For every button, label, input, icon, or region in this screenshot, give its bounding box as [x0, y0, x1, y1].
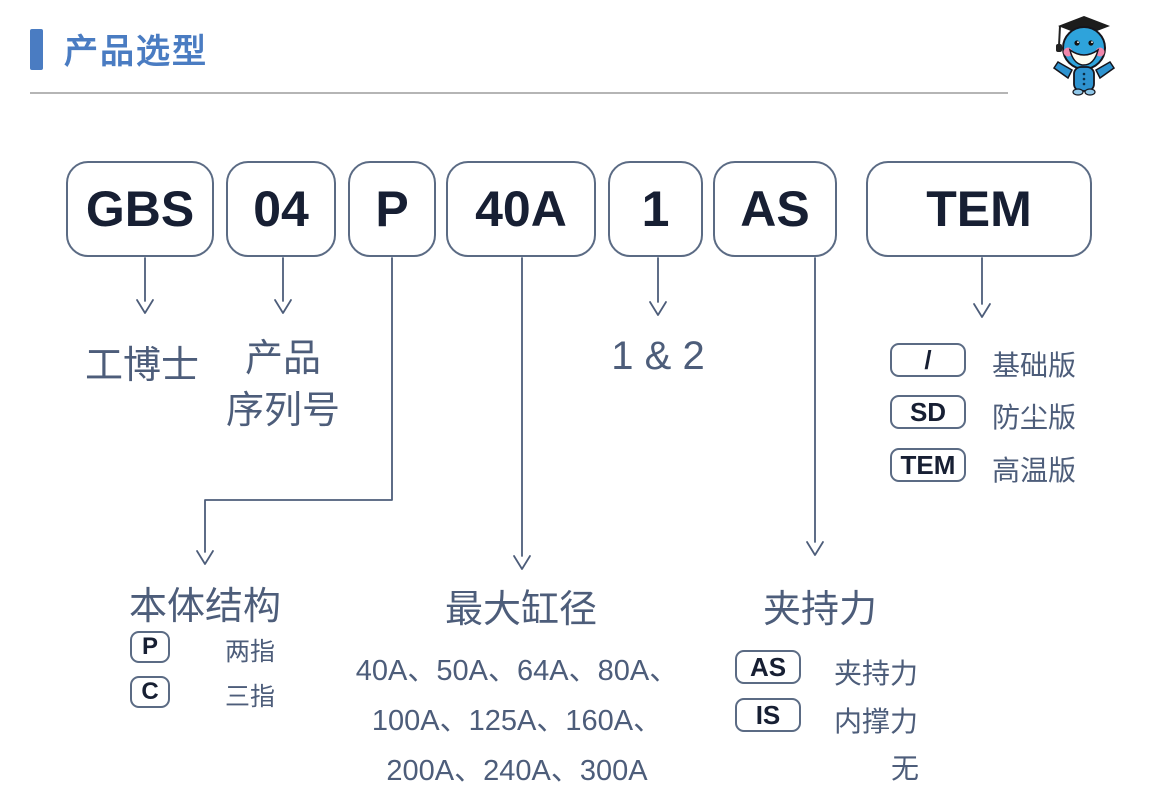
page-title: 产品选型 [64, 33, 208, 71]
bore-size-list: 40A、50A、64A、80A、 100A、125A、160A、 200A、24… [352, 646, 682, 796]
structure-option-label-c: 三指 [225, 683, 276, 711]
serial-label-line2: 序列号 [225, 389, 340, 432]
code-box-gbs: GBS [66, 161, 214, 257]
arrowhead-p [196, 550, 214, 565]
serial-label-line1: 产品 [244, 338, 321, 380]
force-option-box-is: IS [735, 698, 801, 732]
version-option-box-tem: TEM [890, 448, 966, 482]
arrowhead-1 [649, 301, 667, 316]
count-label: 1 & 2 [611, 334, 705, 378]
arrowhead-gbs [136, 299, 154, 314]
force-option-label-is: 内撑力 [834, 706, 919, 737]
version-option-label-tem: 高温版 [992, 455, 1077, 486]
code-box-as: AS [713, 161, 837, 257]
scholar-robot-mascot-icon [1052, 16, 1116, 96]
version-option-box-sd: SD [890, 395, 966, 429]
structure-option-box-c: C [130, 676, 170, 708]
serial-label: 产品 序列号 [198, 334, 368, 437]
arrowhead-04 [274, 299, 292, 314]
force-option-label-as: 夹持力 [834, 658, 919, 689]
version-option-label-sd: 防尘版 [992, 402, 1077, 433]
arrowhead-tem [973, 303, 991, 318]
structure-option-box-p: P [130, 631, 170, 663]
bore-size-line3: 200A、240A、300A [386, 755, 648, 787]
structure-section-title: 本体结构 [128, 586, 281, 628]
code-box-04: 04 [226, 161, 336, 257]
bore-size-line1: 40A、50A、64A、80A、 [355, 655, 679, 687]
force-section-title: 夹持力 [762, 589, 877, 631]
arrowhead-as [806, 541, 824, 556]
bore-size-line2: 100A、125A、160A、 [371, 705, 663, 737]
code-box-1: 1 [608, 161, 703, 257]
code-box-p: P [348, 161, 436, 257]
title-accent-bar [30, 29, 43, 70]
brand-label: 工博士 [84, 345, 199, 387]
version-option-box-basic: / [890, 343, 966, 377]
code-box-tem: TEM [866, 161, 1092, 257]
bore-section-title: 最大缸径 [444, 589, 597, 631]
force-option-label-none: 无 [890, 753, 919, 784]
version-option-label-basic: 基础版 [992, 350, 1077, 381]
force-option-box-as: AS [735, 650, 801, 684]
structure-option-label-p: 两指 [225, 638, 276, 666]
header-divider [30, 92, 1008, 94]
arrowhead-40a [513, 555, 531, 570]
code-box-40a: 40A [446, 161, 596, 257]
